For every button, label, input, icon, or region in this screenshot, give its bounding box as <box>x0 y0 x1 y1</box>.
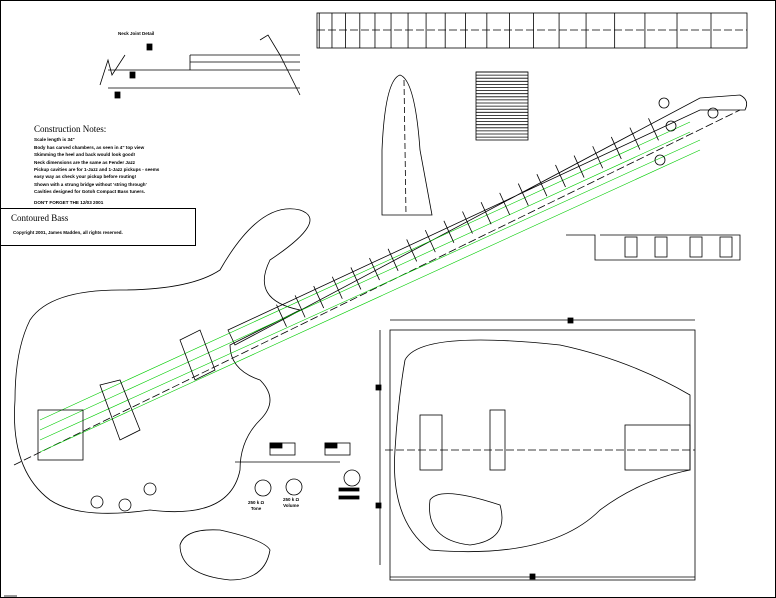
fret-line <box>350 267 362 290</box>
fret-scale-strip <box>316 12 748 49</box>
pot-name: Volume <box>283 503 300 508</box>
fret-line <box>443 220 455 243</box>
title-block: Contoured Bass Copyright 2001, James Mad… <box>1 208 196 246</box>
fret-line <box>462 211 473 234</box>
copyright: Copyright 2001, James Madden, all rights… <box>13 230 123 235</box>
fret-line <box>480 202 492 225</box>
note-line: Skimming the heel and back would look go… <box>34 152 136 158</box>
pot-name: Tone <box>250 506 262 511</box>
note-line: Shown with a strung bridge without 'stri… <box>34 181 147 187</box>
fret-line <box>648 118 659 141</box>
pot-value: 250 k Ω <box>283 497 300 502</box>
neck-template <box>381 74 433 216</box>
tone-pot-label: 250 k Ω Tone <box>248 500 264 512</box>
wiring-diagram <box>235 442 361 500</box>
pot-value: 250 k Ω <box>248 500 265 505</box>
volume-pot-label: 250 k Ω Volume <box>283 497 299 509</box>
bridge-side-view <box>566 234 741 261</box>
fret-line <box>369 257 380 281</box>
fret-line <box>610 136 622 160</box>
fret-line <box>424 229 436 253</box>
fret-line <box>276 304 287 327</box>
fret-line <box>536 174 548 197</box>
fret-line <box>573 155 585 178</box>
note-line: Cavities designed for Gotoh Compact Bass… <box>34 189 146 195</box>
notes-heading: Construction Notes: <box>34 124 107 134</box>
fret-line <box>294 295 306 318</box>
fret-line <box>313 285 325 309</box>
drawing-title: Contoured Bass <box>11 213 69 223</box>
construction-notes: Construction Notes: Scale length is 34" … <box>34 124 160 206</box>
note-line: Neck dimensions are the same as Fender J… <box>34 159 136 165</box>
fret-line <box>499 192 511 216</box>
notes-footer: DON'T FORGET THE 12/03 2001 <box>34 199 104 205</box>
fret-line <box>517 183 529 206</box>
neck-joint-label: Neck Joint Detail <box>118 31 155 36</box>
note-line: Body has carved chambers, as seen in 4" … <box>34 144 145 150</box>
note-line: Scale length is 34" <box>34 137 75 143</box>
note-line: Pickup cavities are for 1-Jazz and 1-Jaz… <box>34 167 160 173</box>
bass-front-view <box>13 94 748 514</box>
neck-joint-detail <box>99 34 301 99</box>
fret-table <box>475 71 529 141</box>
fret-line <box>331 276 343 299</box>
fret-line <box>629 127 641 150</box>
body-top-view <box>375 317 696 581</box>
fret-line <box>387 248 399 271</box>
pickguard-template <box>179 529 271 581</box>
fret-line <box>592 146 604 169</box>
fret-line <box>406 239 418 262</box>
fret-line <box>555 164 566 188</box>
note-line: easy way as check your pickup before rou… <box>34 174 137 180</box>
